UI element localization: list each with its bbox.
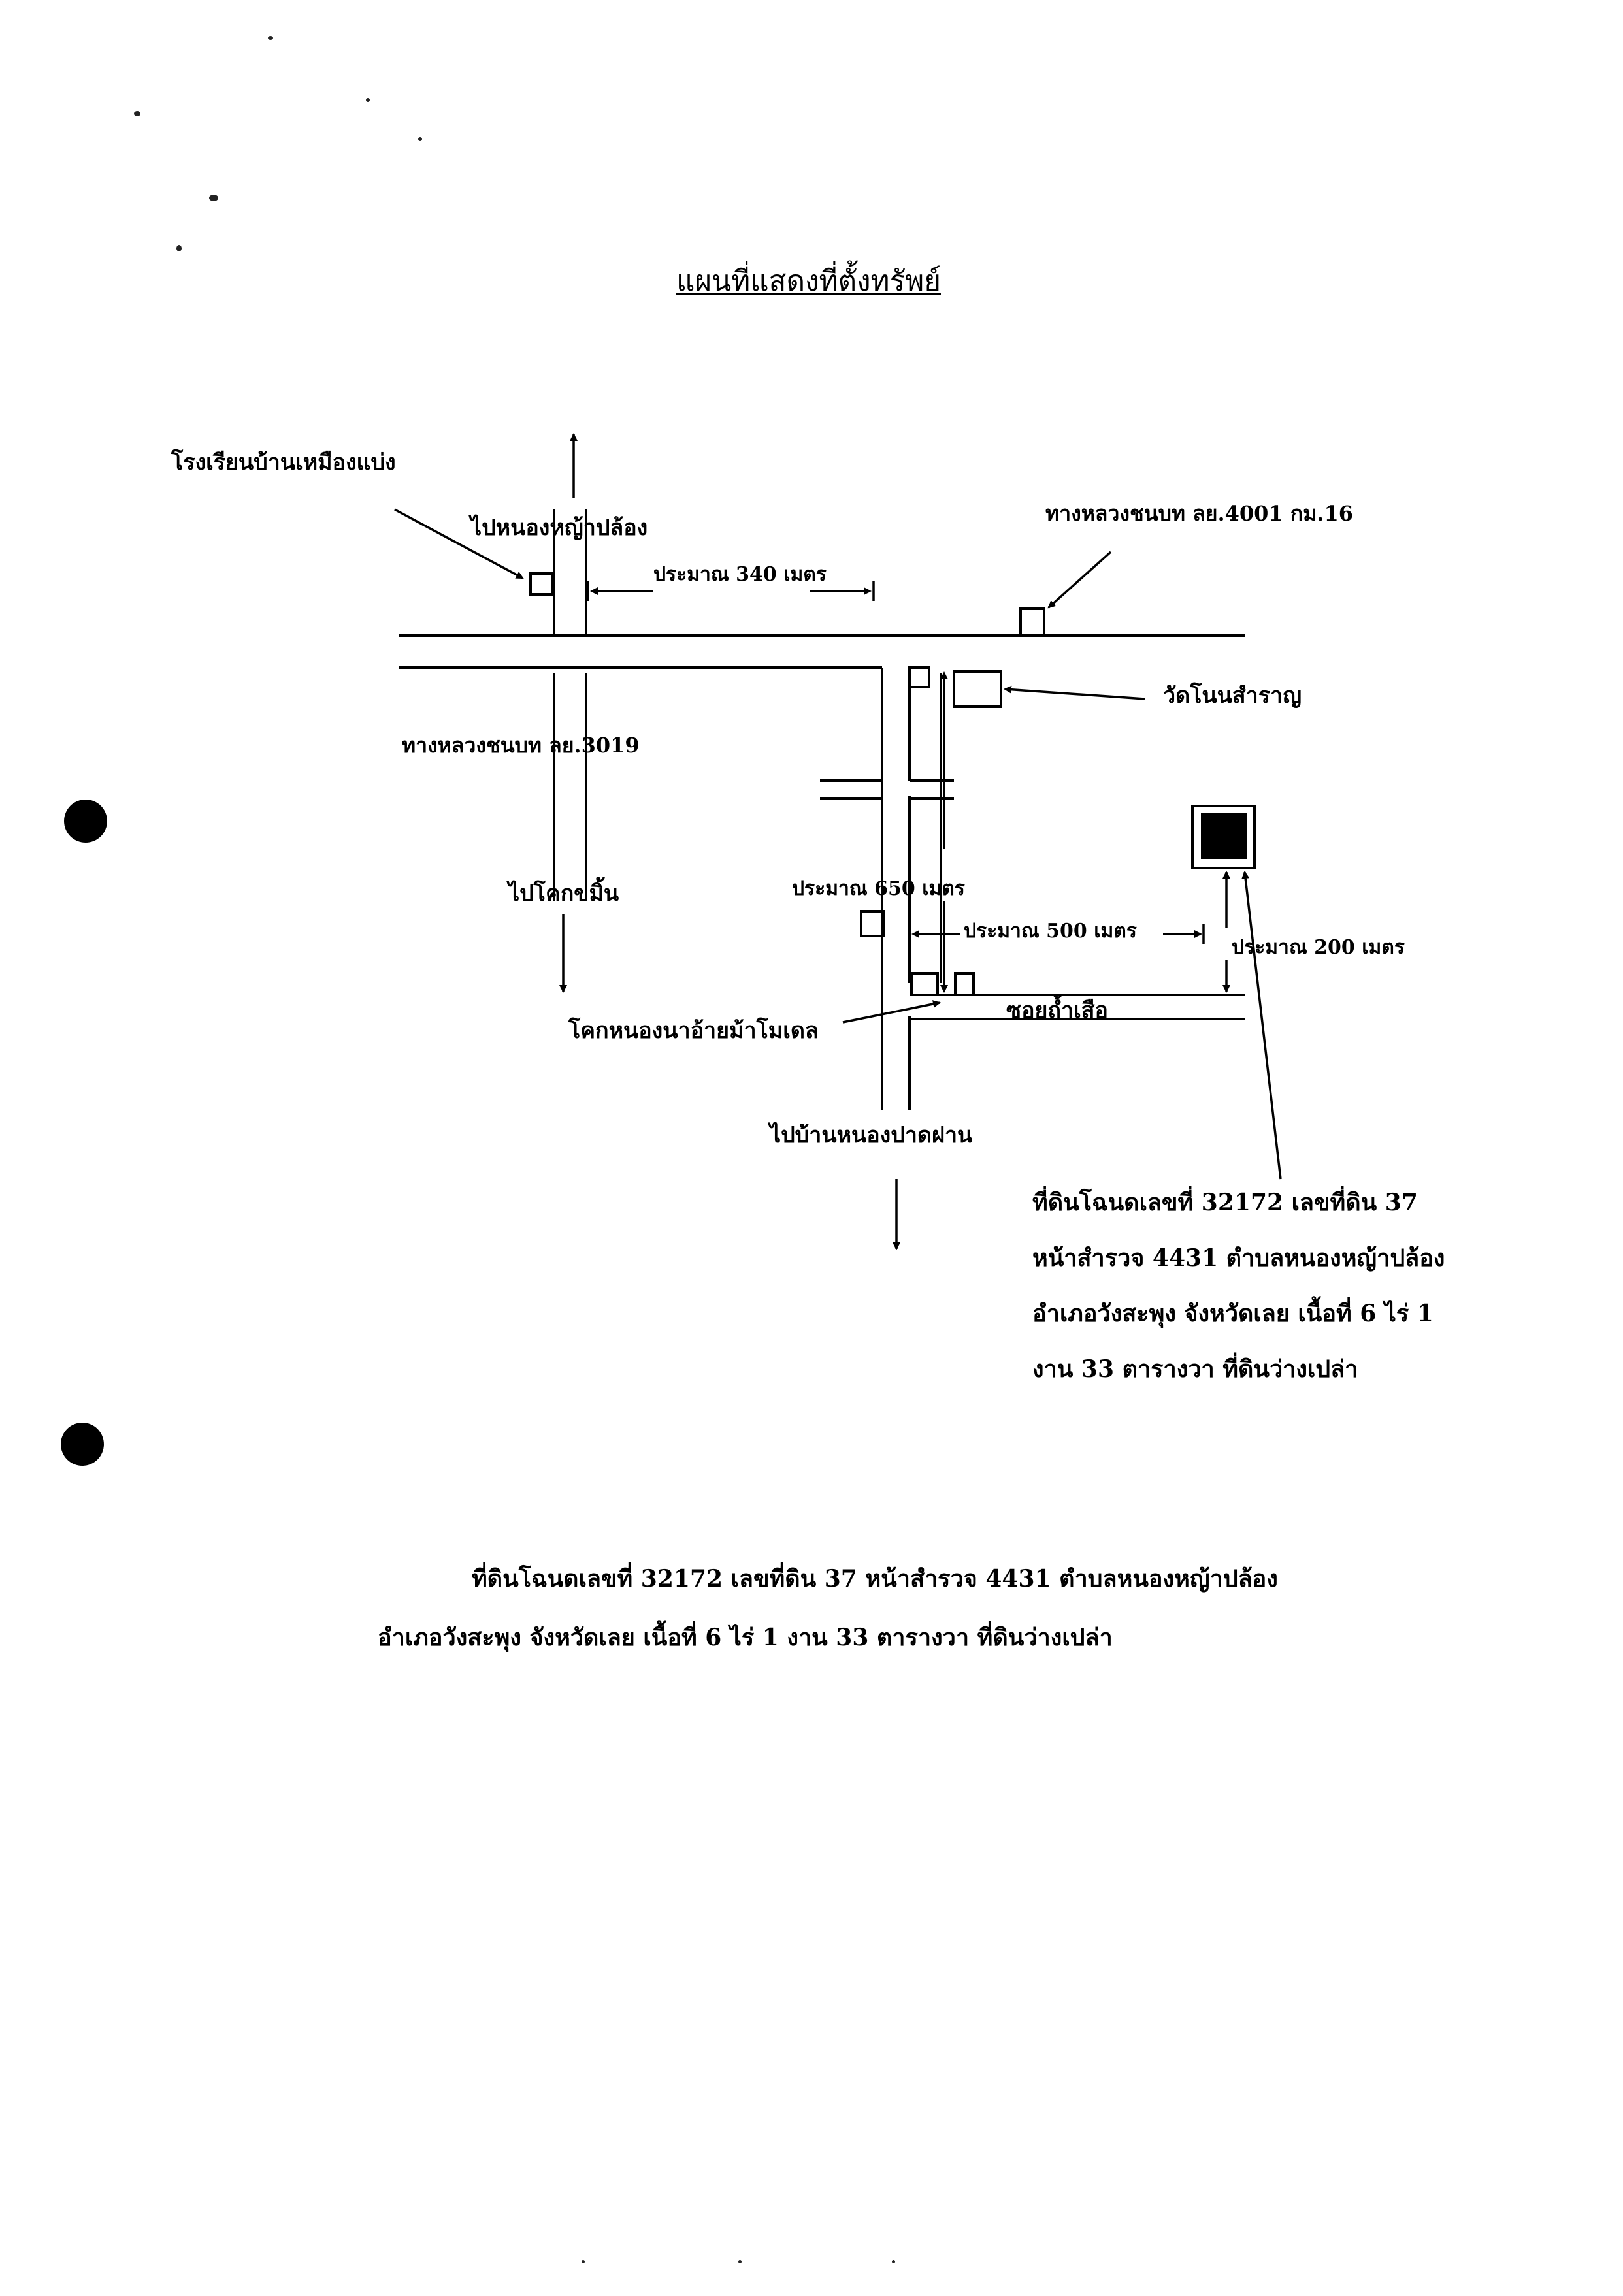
parcel-note-line-2: หน้าสำรวจ 4431 ตำบลหนองหญ้าปล้อง bbox=[1032, 1244, 1445, 1272]
caption-line-2: อำเภอวังสะพุง จังหวัดเลย เนื้อที่ 6 ไร่ … bbox=[378, 1624, 1113, 1651]
label-school: โรงเรียนบ้านเหมืองแบ่ง bbox=[171, 449, 396, 476]
parcel-marker bbox=[1201, 813, 1247, 859]
label-wat: วัดโนนสำราญ bbox=[1163, 683, 1302, 709]
label-soi: ซอยถ้ำเสือ bbox=[1006, 997, 1108, 1024]
speck bbox=[366, 98, 370, 102]
building-650 bbox=[860, 910, 885, 937]
parcel-note-line-4: งาน 33 ตารางวา ที่ดินว่างเปล่า bbox=[1032, 1355, 1358, 1383]
arrow-khok-nong-na bbox=[842, 1000, 941, 1024]
label-to-khok-khamin: ไปโคกขมิ้น bbox=[508, 881, 619, 907]
parcel-note-line-1: ที่ดินโฉนดเลขที่ 32172 เลขที่ดิน 37 bbox=[1032, 1189, 1418, 1216]
building-khok-2 bbox=[954, 972, 975, 996]
label-dist-500: ประมาณ 500 เมตร bbox=[964, 920, 1137, 943]
punch-hole-bottom bbox=[61, 1423, 104, 1466]
building-khok-1 bbox=[910, 972, 939, 996]
speck bbox=[738, 2260, 742, 2263]
speck bbox=[268, 36, 273, 40]
label-rural-road-4001: ทางหลวงชนบท ลย.4001 กม.16 bbox=[1045, 501, 1353, 526]
speck bbox=[892, 2260, 895, 2263]
label-dist-650: ประมาณ 650 เมตร bbox=[792, 877, 965, 900]
building-small-1 bbox=[908, 666, 930, 688]
label-to-nong-pat-fan: ไปบ้านหนองปาดฝาน bbox=[770, 1122, 973, 1148]
building-km16 bbox=[1019, 607, 1045, 636]
speck bbox=[209, 195, 218, 201]
label-khok-nong-na: โคกหนองนาอ้ายม้าโมเดล bbox=[568, 1018, 819, 1044]
arrow-parcel-note bbox=[1241, 871, 1282, 1180]
arrow-school bbox=[394, 508, 524, 579]
building-school bbox=[529, 572, 554, 596]
parcel-note-line-3: อำเภอวังสะพุง จังหวัดเลย เนื้อที่ 6 ไร่ … bbox=[1032, 1300, 1434, 1327]
arrow-wat bbox=[1004, 685, 1145, 700]
map-title: แผนที่แสดงที่ตั้งทรัพย์ bbox=[676, 265, 941, 298]
punch-hole-top bbox=[64, 800, 107, 843]
label-to-nong-ya-plong: ไปหนองหญ้าปล้อง bbox=[470, 515, 648, 541]
speck bbox=[582, 2260, 585, 2263]
speck bbox=[134, 111, 140, 116]
label-dist-200: ประมาณ 200 เมตร bbox=[1232, 936, 1405, 959]
speck bbox=[176, 245, 182, 251]
label-rural-road-3019: ทางหลวงชนบท ลย.3019 bbox=[402, 733, 640, 758]
building-wat bbox=[953, 670, 1002, 708]
caption-line-1: ที่ดินโฉนดเลขที่ 32172 เลขที่ดิน 37 หน้า… bbox=[472, 1565, 1278, 1593]
speck bbox=[418, 137, 422, 141]
arrow-km16 bbox=[1047, 551, 1112, 609]
parcel-frame bbox=[1191, 805, 1256, 869]
label-dist-340: ประมาณ 340 เมตร bbox=[653, 563, 827, 586]
